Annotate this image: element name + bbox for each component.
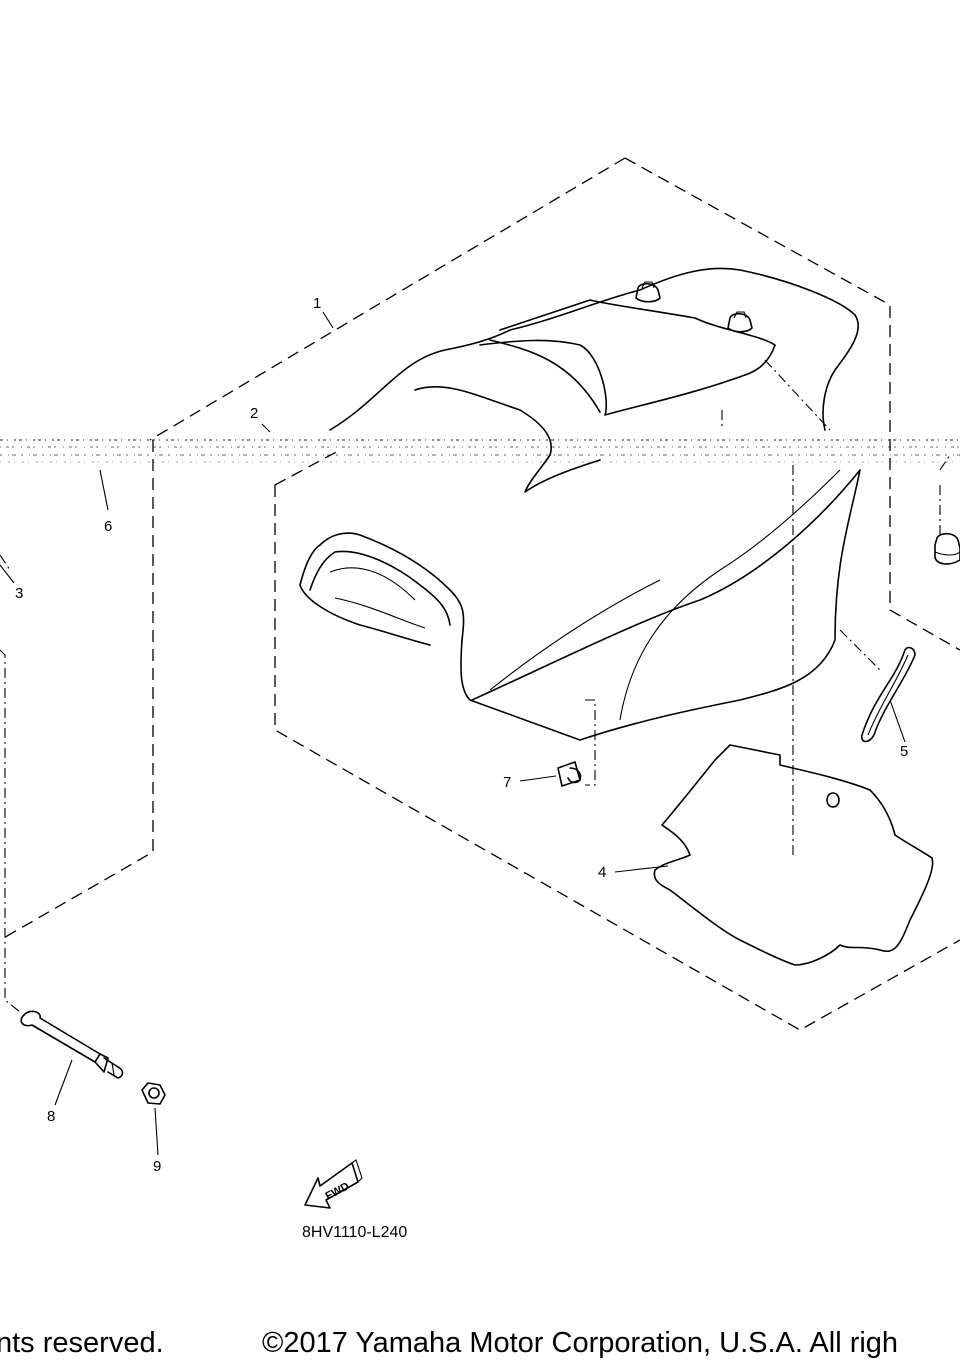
fwd-label: FWD [324,1180,352,1202]
leader-lines [0,311,906,1156]
callout-labels: 1 2 6 3 5 7 4 8 9 [15,295,908,1175]
assembly-2-outline [274,449,960,1031]
clip-part-7 [557,761,582,787]
callout-7: 7 [503,774,511,791]
footer-left: nts reserved. [0,1327,164,1359]
seat-knob-right [727,311,753,333]
fwd-arrow-icon: FWD [304,1159,363,1209]
callout-8: 8 [47,1108,55,1125]
callout-9: 9 [153,1158,161,1175]
callout-2: 2 [250,405,258,422]
nut-part-9 [141,1082,166,1105]
scan-noise-band [0,439,960,463]
callout-5: 5 [900,743,908,760]
callout-3: 3 [15,585,23,602]
assembly-1-outline [0,157,960,941]
seat-knob-left [635,281,661,303]
strip-part-5 [861,646,916,743]
bolt-part-8 [20,1010,124,1079]
callout-1: 1 [313,295,321,312]
seat-part-1 [299,267,861,741]
callout-4: 4 [598,864,606,881]
grommet-right [934,532,960,565]
mat-part-4 [653,744,934,966]
footer-right: ©2017 Yamaha Motor Corporation, U.S.A. A… [262,1327,898,1359]
center-lines [0,359,951,1013]
callout-6: 6 [104,518,112,535]
drawing-code: 8HV1110-L240 [302,1224,407,1241]
